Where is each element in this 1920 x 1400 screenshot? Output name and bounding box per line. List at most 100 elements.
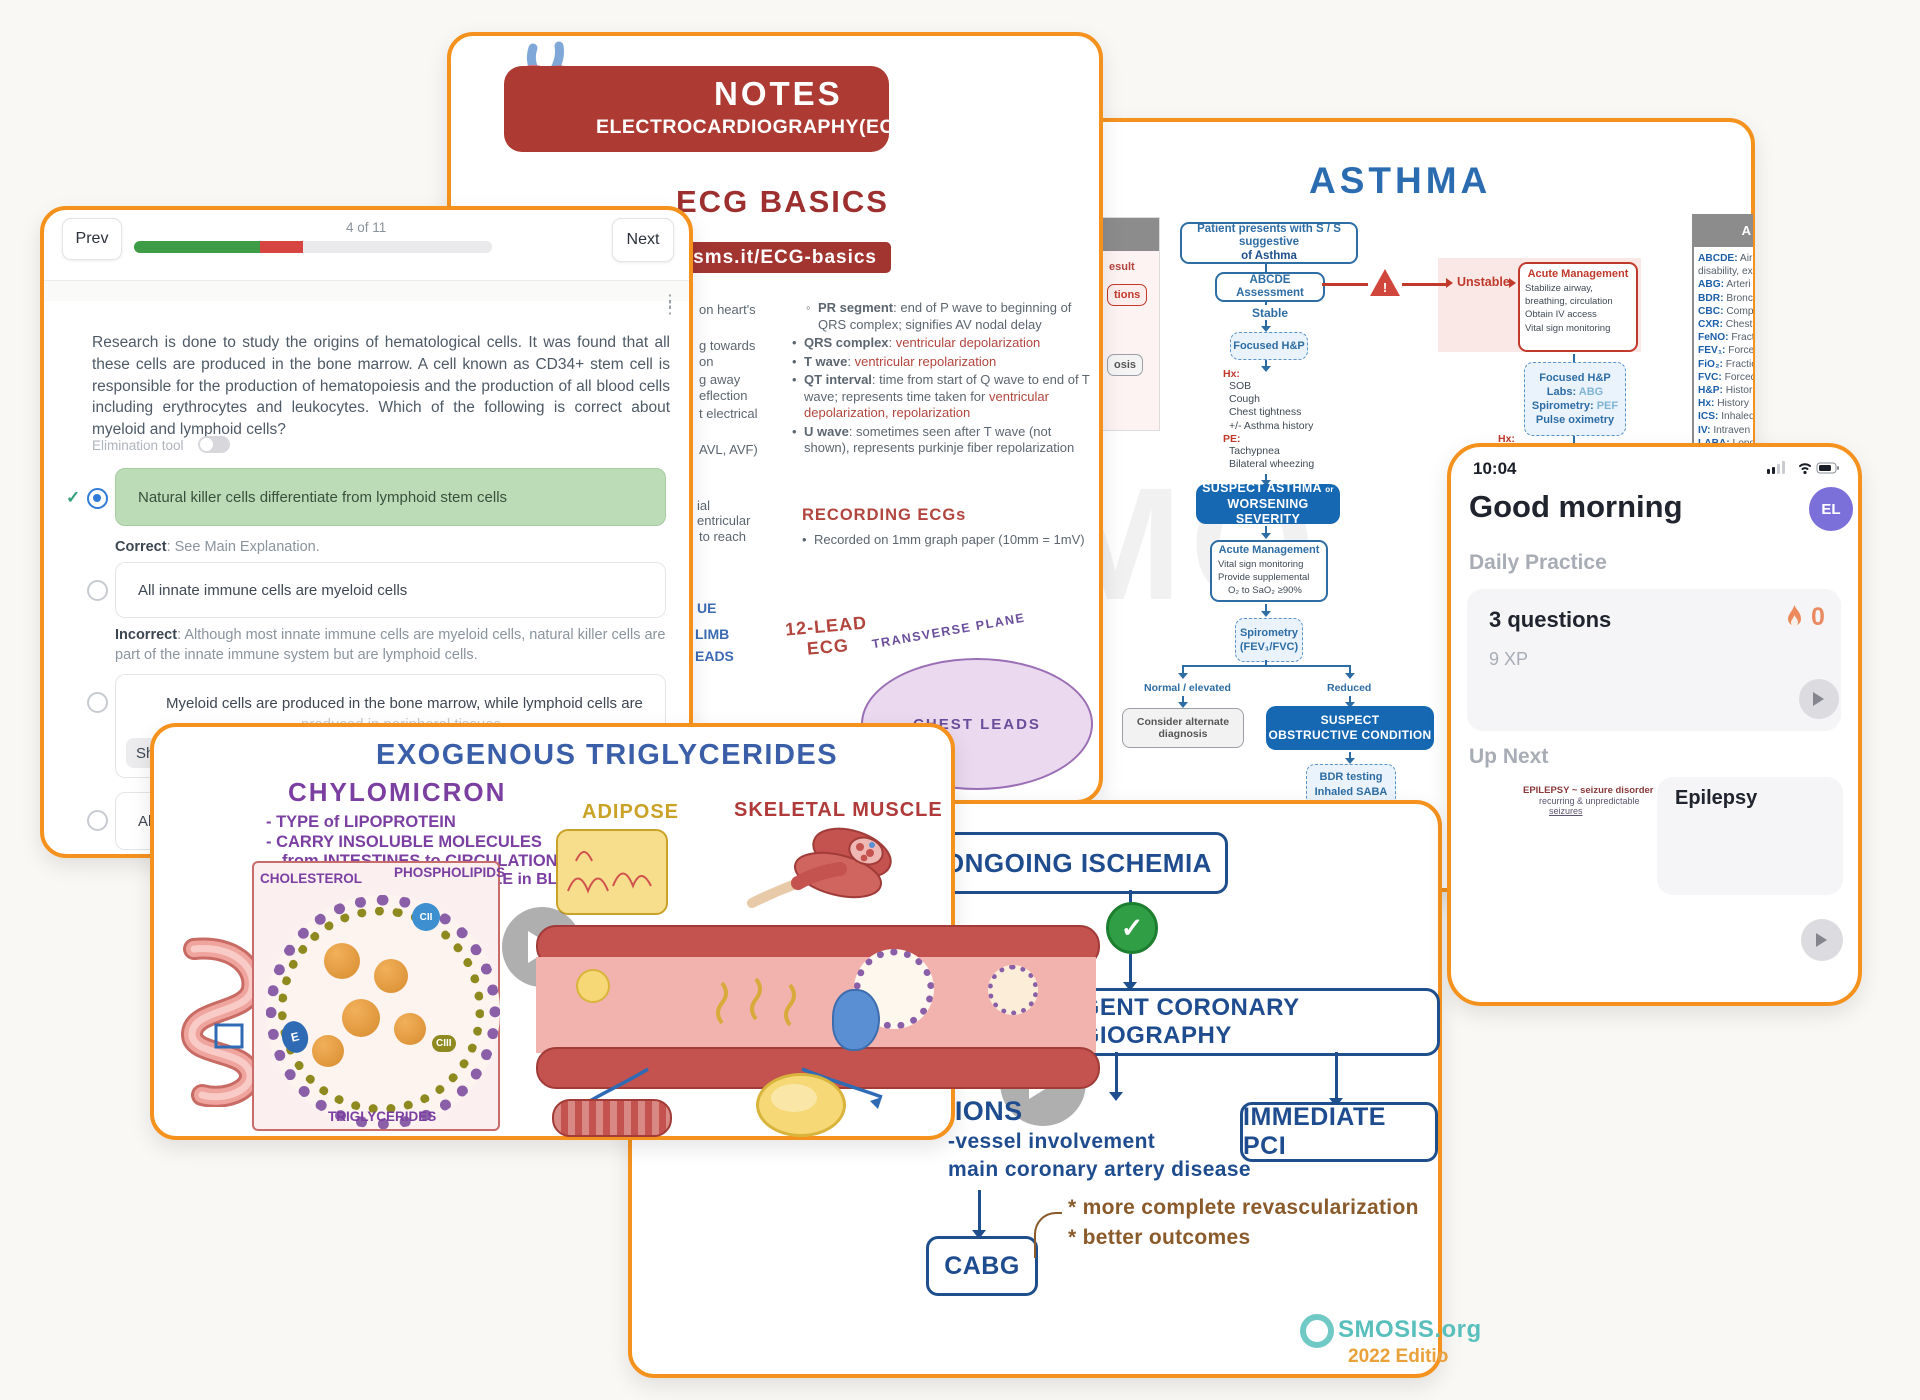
flow-patient-box: Patient presents with S / S suggestive o…	[1180, 222, 1358, 264]
warning-exclamation: !	[1382, 280, 1388, 295]
suspect-line1: SUSPECT ASTHMA or	[1202, 481, 1334, 495]
popup-row-tions[interactable]: tions	[1107, 284, 1148, 306]
abbrev-row: Hx: History	[1698, 398, 1749, 410]
ecg-left-fragment: AVL, AVF)	[699, 442, 758, 457]
practice-play-button[interactable]	[1799, 679, 1839, 719]
option1-box[interactable]: Natural killer cells differentiate from …	[115, 468, 666, 526]
option3-radio[interactable]	[87, 692, 108, 713]
prev-button[interactable]: Prev	[62, 218, 122, 260]
abbrev-row: H&P: Histor	[1698, 385, 1753, 397]
progress-bar	[134, 241, 492, 253]
suspect-line2: WORSENING SEVERITY	[1227, 497, 1309, 526]
outcomes-note: * better outcomes	[1068, 1226, 1251, 1249]
elimination-label: Elimination tool	[92, 438, 184, 453]
red-box-bullet: Obtain IV access	[1525, 309, 1597, 321]
elimination-toggle[interactable]	[198, 436, 230, 453]
suspect-obs-line1: SUSPECT	[1320, 713, 1380, 727]
arrowhead	[1178, 702, 1188, 713]
next-button[interactable]: Next	[612, 218, 674, 262]
labs-line1: Focused H&P	[1539, 372, 1611, 384]
red-line	[1322, 283, 1368, 286]
daily-practice-panel[interactable]: 3 questions 0 9 XP	[1467, 589, 1841, 731]
epilepsy-sketch-thumbnail: EPILEPSY ~ seizure disorder recurring & …	[1523, 785, 1658, 816]
up-next-panel[interactable]: Epilepsy	[1657, 777, 1843, 895]
abbrev-row: IV: Intraven	[1698, 424, 1751, 436]
progress-incorrect	[260, 241, 303, 253]
abbrev-row: FeNO: Fract	[1698, 332, 1753, 344]
arrow	[1349, 665, 1351, 673]
progress-correct	[134, 241, 260, 253]
abbrev-row: disability, ex	[1698, 266, 1753, 278]
hx-item: SOB	[1229, 380, 1252, 392]
up-next-label: Up Next	[1469, 745, 1549, 768]
greeting-title: Good morning	[1469, 489, 1683, 524]
option2-radio[interactable]	[87, 580, 108, 601]
ecg-bullet-pr: PR segment: end of P wave to beginning o…	[806, 300, 1092, 333]
popup-row-osis[interactable]: osis	[1107, 354, 1144, 376]
ecg-left-fragment: to reach	[699, 529, 746, 544]
ecg-left-fragment: t electrical	[699, 406, 758, 421]
arrow	[1265, 474, 1267, 480]
immediate-pci-box: IMMEDIATE PCI	[1240, 1102, 1438, 1162]
chylomicron-panel: CHOLESTEROL PHOSPHOLIPIDS CII E CIII TRI…	[252, 861, 505, 1131]
blue-box-title: Acute Management	[1218, 544, 1320, 557]
xp-label: 9 XP	[1489, 649, 1529, 669]
consider-line2: diagnosis	[1158, 728, 1208, 740]
pe-item: Bilateral wheezing	[1229, 458, 1315, 471]
chylomicron-ring-outer	[266, 895, 500, 1129]
hx-item: Chest tightness	[1229, 406, 1302, 419]
option4-radio[interactable]	[87, 810, 108, 831]
cabg-box: CABG	[926, 1236, 1038, 1296]
edition-text: 2022 Editio	[1348, 1346, 1449, 1367]
option2-box[interactable]: All innate immune cells are myeloid cell…	[115, 562, 666, 618]
ecg-left-fragment: entricular	[697, 513, 751, 528]
ecg-left-fragment: on	[699, 354, 714, 369]
reduced-label: Reduced	[1327, 682, 1372, 694]
arrow	[1349, 696, 1351, 702]
incorrect-note: Incorrect: Although most innate immune c…	[115, 627, 666, 663]
up-next-play-button[interactable]	[1801, 919, 1843, 961]
ecg-left-fragment: g towards	[699, 338, 756, 353]
kebab-menu-icon[interactable]: ⋮⋮	[662, 293, 678, 317]
ecg-basics-title: ECG BASICS	[676, 184, 889, 219]
option1-radio[interactable]	[87, 488, 108, 509]
status-icons	[1767, 461, 1839, 475]
adipocyte-illustration	[756, 1073, 846, 1137]
cholesterol-label: CHOLESTEROL	[260, 871, 363, 886]
arrow	[978, 1190, 981, 1230]
ecg-left-fragment: eflection	[699, 388, 748, 403]
stable-label: Stable	[1252, 306, 1289, 320]
questions-count: 3 questions	[1489, 607, 1612, 632]
hx-label: Hx:	[1223, 368, 1240, 380]
check-icon: ✓	[1106, 902, 1158, 954]
osmosis-logo-text: SMOSIS.org	[1338, 1316, 1482, 1343]
limb-leads-fragment: UE	[697, 600, 717, 616]
red-arrowhead	[1509, 278, 1521, 288]
triglyceride-ball	[342, 999, 380, 1037]
abbrev-row: ABG: Arteri	[1698, 279, 1751, 291]
warning-icon: !	[1370, 269, 1400, 296]
red-box-bullet: Vital sign monitoring	[1525, 322, 1611, 334]
apoprotein-ciii-label: CIII	[432, 1035, 456, 1052]
suspect-asthma-box: SUSPECT ASTHMA or WORSENING SEVERITY	[1196, 481, 1340, 526]
ecg-bullet-uwave: U wave: sometimes seen after T wave (not…	[792, 424, 1092, 457]
pe-item: Tachypnea	[1229, 444, 1280, 457]
arrow	[1129, 890, 1132, 904]
avatar[interactable]: EL	[1809, 487, 1853, 531]
patient-line2: of Asthma	[1241, 249, 1297, 262]
arrow	[1265, 320, 1267, 326]
flow-abcde-box: ABCDE Assessment	[1215, 272, 1325, 302]
phospholipids-label: PHOSPHOLIPIDS	[394, 865, 506, 880]
ecg-link-text: sms.it/ECG-basics	[693, 246, 877, 268]
abbrev-row: CBC: Comp	[1698, 305, 1753, 317]
note-connector	[1034, 1212, 1062, 1258]
abbrev-row: ICS: Inhaled	[1698, 411, 1753, 423]
spirometry-line1: Spirometry	[1239, 627, 1299, 639]
bdr-line1: BDR testing	[1319, 771, 1383, 783]
triglycerides-label: TRIGLYCERIDES	[328, 1109, 437, 1124]
blue-box-bullet: Vital sign monitoring	[1218, 558, 1304, 570]
bdr-line2: Inhaled SABA	[1314, 786, 1388, 798]
arrowhead	[1261, 326, 1271, 337]
vessel-illustration	[536, 925, 1100, 1090]
streak-count: 0	[1811, 603, 1825, 631]
